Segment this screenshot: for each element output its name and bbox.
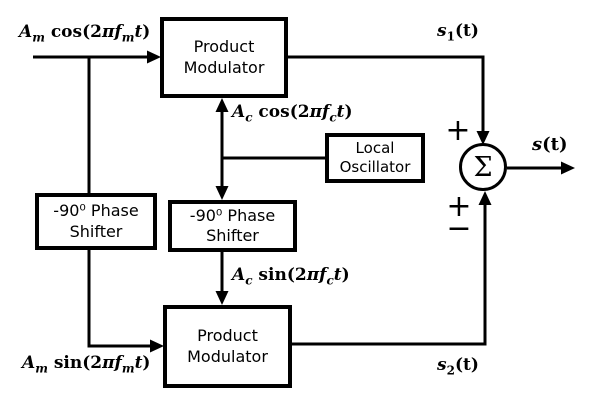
block-product-modulator-top: Product Modulator: [160, 17, 288, 98]
signal-label-s2: s2(t): [437, 355, 479, 378]
arrowhead-s2-into-summer: [478, 191, 492, 205]
summing-junction: Σ: [459, 143, 507, 191]
signal-label-input-bottom: Am sin(2πfmt): [22, 353, 151, 376]
block-product-modulator-bottom: Product Modulator: [163, 305, 292, 388]
signal-label-input-top: Am cos(2πfmt): [19, 22, 151, 45]
signal-label-s1: s1(t): [437, 21, 479, 44]
summer-sign-bottom-plus: +: [446, 189, 472, 224]
sigma-symbol: Σ: [473, 151, 493, 183]
signal-label-s-out: s(t): [532, 134, 568, 155]
arrowhead-input-bottom: [150, 339, 164, 353]
arrowhead-carrier-sin: [215, 291, 229, 305]
block-phase-shifter-mid: -90⁰ Phase Shifter: [168, 200, 297, 252]
arrowhead-carrier-down: [215, 186, 229, 200]
summer-sign-bottom-minus: −: [446, 211, 472, 246]
arrowhead-s1-into-summer: [476, 131, 490, 145]
summer-sign-top-plus: +: [445, 113, 471, 148]
wire-s2: [292, 205, 487, 346]
arrowhead-output: [561, 161, 575, 175]
signal-label-carrier-cos: Ac cos(2πfct): [232, 102, 353, 125]
block-local-oscillator: Local Oscillator: [325, 133, 425, 183]
arrowhead-input-top: [147, 50, 161, 64]
arrowhead-carrier-up: [215, 98, 229, 112]
wire-s1: [288, 55, 485, 131]
block-phase-shifter-left: -90⁰ Phase Shifter: [35, 193, 157, 250]
wire-phase-left-to-pm2: [87, 250, 151, 348]
signal-label-carrier-sin: Ac sin(2πfct): [232, 265, 350, 288]
